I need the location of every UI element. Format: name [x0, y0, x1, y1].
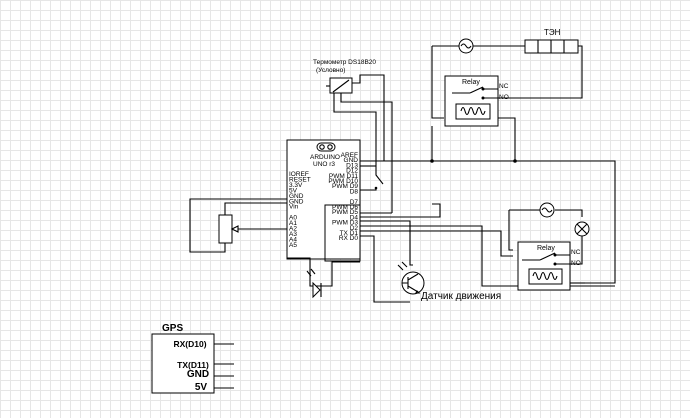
arduino-model-line2: UNO r3: [313, 161, 335, 168]
arduino-right-pin-d12: D12: [346, 168, 358, 175]
led: [287, 257, 360, 299]
arduino-left-pin-a5: A5: [289, 242, 297, 249]
lamp-circuit: [508, 202, 590, 265]
thermometer-label-2: (Условно): [316, 67, 345, 74]
heater-circuit: ТЭН: [431, 28, 583, 119]
arduino-left-pin-reset: RESET: [289, 176, 311, 183]
arduino-model-line1: ARDUINO: [310, 154, 340, 161]
arduino-body: [286, 139, 361, 260]
arduino-right-pin-d7: D7: [350, 199, 359, 206]
relay-1-nc: NC: [499, 83, 509, 90]
arduino-right-pin-pwm-d3: PWM D3: [332, 220, 358, 227]
relay-1-no: NO: [499, 94, 509, 101]
gps-module: GPS RX(D10) TX(D11) GND 5V: [151, 323, 234, 394]
gps-pin-tx: TX(D11): [177, 360, 209, 370]
thermometer: Термометр DS18B20 (Условно): [313, 59, 393, 213]
arduino-left-pin-a1: A1: [289, 220, 297, 227]
potentiometer-body-icon: [218, 214, 233, 244]
arduino-right-pin-pwm-d5: PWM D5: [332, 209, 358, 216]
relay-1: Relay NC NO: [444, 75, 516, 161]
arduino-right-pin-d2: D2: [350, 225, 359, 232]
arduino-left-pin-a0: A0: [289, 215, 297, 222]
arduino-left-pin-vin: Vin: [289, 204, 299, 211]
heater-label: ТЭН: [544, 28, 561, 37]
switch-d8: [360, 166, 384, 191]
arduino-right-pin-d13: D13: [346, 162, 358, 169]
motion-sensor: Датчик движения: [397, 261, 501, 302]
arduino-left-pin-5v: 5V: [289, 187, 298, 194]
potentiometer: [189, 198, 287, 253]
relay-2-no: NO: [571, 260, 581, 267]
ac-wave-1: [460, 43, 472, 49]
relay-2: Relay NC NO: [517, 241, 585, 291]
arduino-left-pin-3-3v: 3.3V: [289, 182, 303, 189]
arduino-right-pin-d4: D4: [350, 214, 359, 221]
gps-pin-rx: RX(D10): [173, 339, 206, 349]
arduino-left-pin-ioref: IOREF: [289, 171, 309, 178]
gnd-bus-wire: [360, 160, 616, 284]
arduino-right-pin-aref: AREF: [341, 152, 358, 159]
arduino-right-pin-tx-d1: TX D1: [340, 230, 359, 237]
arduino-digital-header: [324, 204, 361, 262]
gps-title: GPS: [162, 323, 183, 334]
arduino-right-pin-rx-d0: RX D0: [339, 235, 359, 242]
relay-2-nc: NC: [571, 249, 581, 256]
lamp-wire-top: [509, 209, 583, 217]
led-icon: [312, 281, 321, 299]
thermo-data-wire: [352, 74, 385, 161]
gps-pin-gnd: GND: [187, 369, 209, 380]
arduino-left-pin-gnd: GND: [289, 198, 304, 205]
arduino-board: ARDUINO UNO r3 IOREFRESET3.3V5VGNDGNDVin…: [286, 139, 361, 262]
thermometer-label-1: Термометр DS18B20: [313, 59, 376, 66]
relay-1-title: Relay: [462, 79, 480, 86]
arduino-right-pin-pwm-d11: PWM D11: [329, 173, 359, 180]
arduino-right-pin-pwm-d9: PWM D9: [332, 183, 358, 190]
arduino-right-wires: [360, 126, 616, 303]
arduino-right-pin-pwm-d6: PWM D6: [332, 204, 358, 211]
heater-wire-left: [431, 46, 444, 119]
arduino-right-pin-gnd: GND: [344, 157, 359, 164]
arduino-right-pin-d8: D8: [350, 188, 359, 195]
heater-wire-return: [498, 45, 583, 99]
gps-pin-5v: 5V: [195, 382, 208, 393]
arduino-right-pin-pwm-d10: PWM D10: [328, 178, 358, 185]
motion-sensor-label: Датчик движения: [421, 291, 501, 302]
arduino-left-pin-gnd: GND: [289, 193, 304, 200]
relay-2-title: Relay: [537, 245, 555, 252]
arduino-left-pin-a4: A4: [289, 236, 297, 243]
arduino-left-pin-a3: A3: [289, 231, 297, 238]
arduino-left-pin-a2: A2: [289, 226, 297, 233]
